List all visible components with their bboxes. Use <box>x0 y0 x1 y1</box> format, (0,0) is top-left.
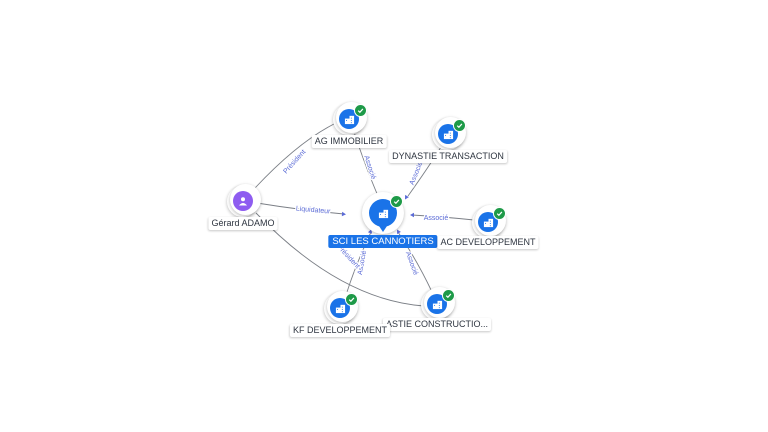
node-badge <box>233 191 253 211</box>
edge-label: Associé <box>404 251 419 277</box>
node-label[interactable]: KF DEVELOPPEMENT <box>289 324 391 337</box>
person-icon <box>238 196 248 206</box>
node-label[interactable]: Gérard ADAMO <box>208 217 278 230</box>
building-icon <box>483 217 494 228</box>
check-icon <box>345 293 358 306</box>
node-badge <box>330 298 350 318</box>
building-icon <box>378 208 389 219</box>
edge-ac-sci <box>411 214 475 221</box>
node-badge <box>478 212 498 232</box>
edge-gerard-ag <box>254 121 339 189</box>
check-icon <box>354 104 367 117</box>
edge-label: Associé <box>362 155 376 181</box>
edge-label: Associé <box>424 215 449 222</box>
node-badge <box>438 124 458 144</box>
node-label[interactable]: AG IMMOBILIER <box>311 135 387 148</box>
node-label[interactable]: SCI LES CANNOTIERS <box>328 235 438 248</box>
check-icon <box>493 207 506 220</box>
check-icon <box>442 289 455 302</box>
edge-gerard-sci <box>256 202 345 215</box>
edge-label: Président <box>282 149 307 176</box>
check-icon <box>390 195 403 208</box>
node-badge <box>339 109 359 129</box>
node-label[interactable]: DYNASTIE TRANSACTION <box>389 150 507 163</box>
pin-tip <box>377 223 389 232</box>
building-icon <box>335 303 346 314</box>
edge-label: Liquidateur <box>296 206 332 216</box>
node-badge <box>427 294 447 314</box>
edge-arrow <box>397 229 401 235</box>
building-icon <box>432 299 443 310</box>
edge-label: Associé <box>409 161 425 186</box>
node-label[interactable]: ASTIE CONSTRUCTIO... <box>382 318 492 331</box>
building-icon <box>443 129 454 140</box>
edge-gerard-dyn_c <box>255 212 425 307</box>
check-icon <box>453 119 466 132</box>
edge-arrow <box>341 211 346 217</box>
node-label[interactable]: AC DEVELOPPEMENT <box>437 236 539 249</box>
edge-arrow <box>410 212 414 218</box>
edge-arrow <box>405 194 409 200</box>
building-icon <box>344 114 355 125</box>
